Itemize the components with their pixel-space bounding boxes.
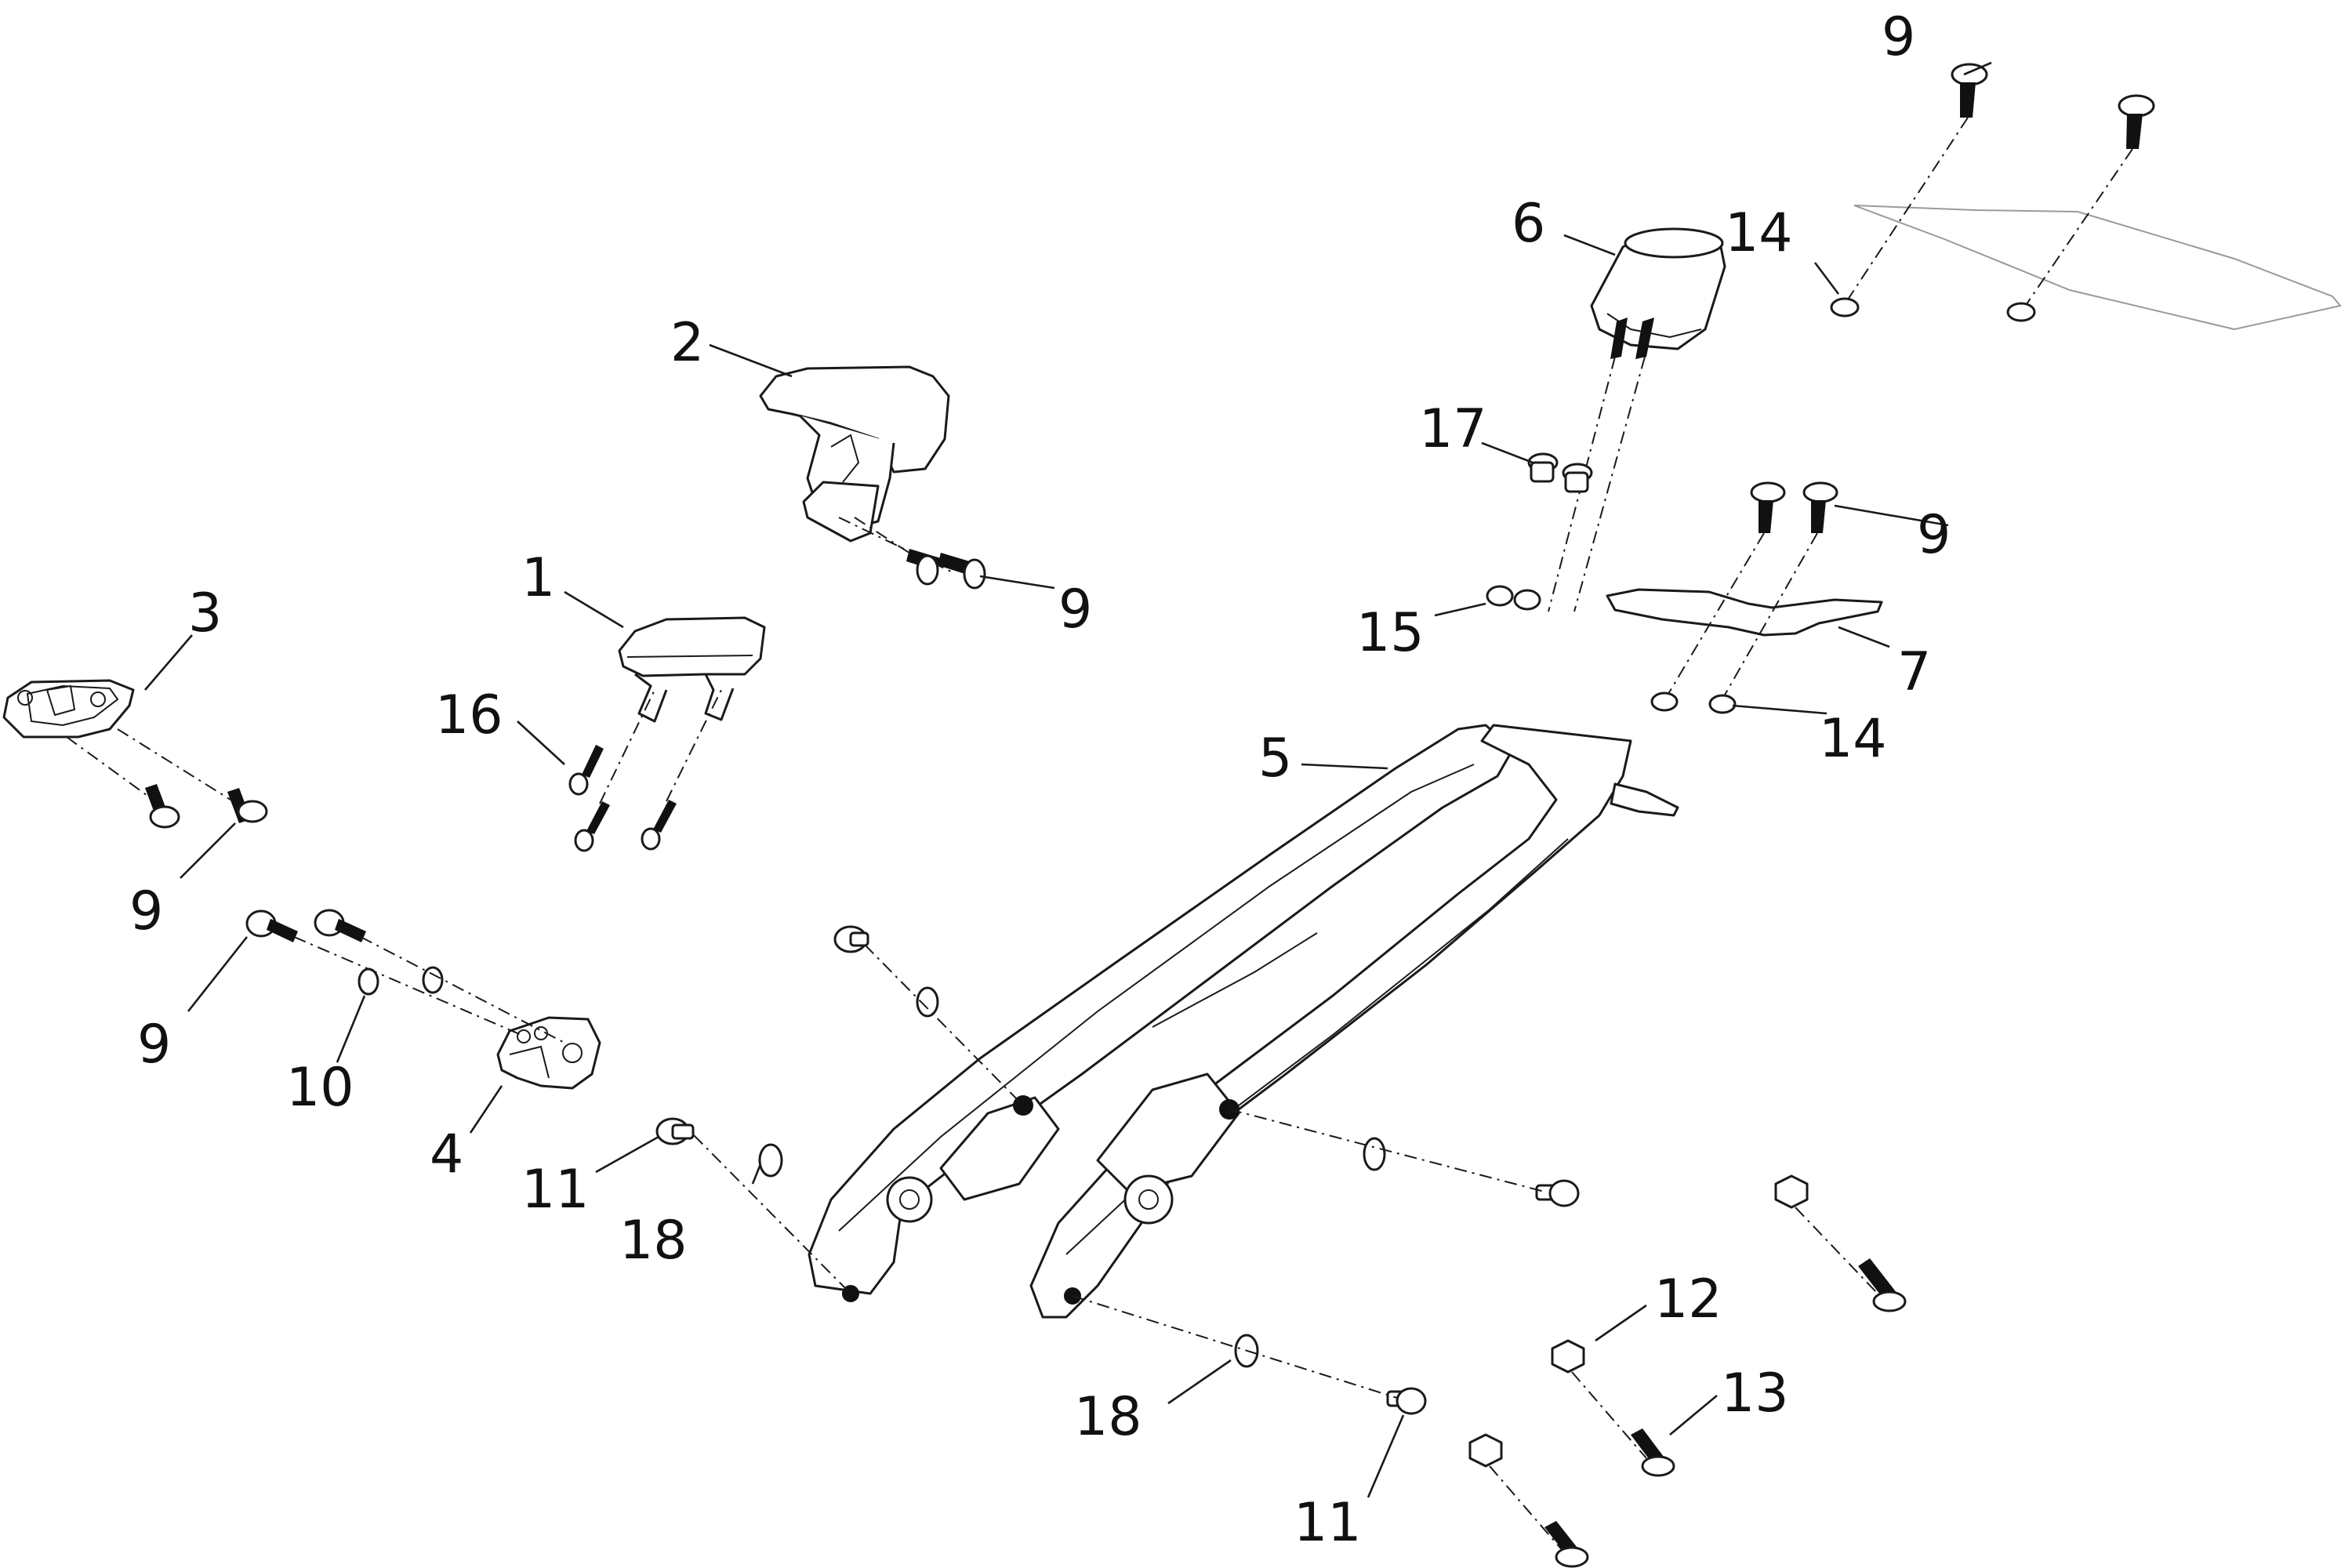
washer-10-icon xyxy=(358,967,379,996)
washer-icon xyxy=(916,986,939,1018)
screw-icon xyxy=(1544,1521,1589,1568)
nut-12-icon xyxy=(1551,1339,1585,1374)
nut-14-icon xyxy=(1708,694,1737,714)
bolt-9-icon xyxy=(906,549,986,590)
parts-12-13 xyxy=(1468,1174,1907,1568)
callout-12: 12 xyxy=(1654,1269,1722,1330)
callout-6: 6 xyxy=(1512,193,1545,255)
callout-13: 13 xyxy=(1721,1363,1789,1425)
callout-2: 2 xyxy=(670,312,704,374)
callout-14-top: 14 xyxy=(1725,202,1793,264)
part-7-bracket xyxy=(1606,481,1883,714)
bolt-icon xyxy=(833,925,869,953)
callout-9-part4: 9 xyxy=(137,1014,171,1076)
screw-16-icon xyxy=(568,745,677,852)
callout-9-bracket: 9 xyxy=(1917,504,1951,566)
callout-9-cover: 9 xyxy=(1058,579,1092,641)
bolt-9-icon xyxy=(245,909,366,942)
callout-14-bracket: 14 xyxy=(1819,708,1887,770)
callout-9-top: 9 xyxy=(1882,6,1915,68)
bolt-9-icon xyxy=(2118,94,2155,149)
nut-14-icon xyxy=(1650,691,1679,712)
callout-17: 17 xyxy=(1419,398,1487,460)
nut-icon xyxy=(1468,1433,1503,1468)
top-right-plate xyxy=(1830,63,2342,331)
callout-18-left: 18 xyxy=(619,1210,688,1272)
callout-labels: 2 1 3 4 5 6 7 9 9 9 9 9 10 11 11 12 13 1… xyxy=(129,6,1951,1554)
callout-11-left: 11 xyxy=(521,1159,590,1221)
nut-14-icon xyxy=(1830,297,1860,318)
callout-18-bottom: 18 xyxy=(1074,1386,1142,1448)
bolt-9-icon xyxy=(145,784,268,829)
screw-icon xyxy=(1858,1258,1907,1312)
part-1-bracket xyxy=(568,616,766,852)
bolt-9-icon xyxy=(1750,481,1838,533)
bolt-icon xyxy=(655,1117,695,1145)
callout-3: 3 xyxy=(188,583,222,644)
washer-18-left-icon xyxy=(758,1143,783,1178)
washer-icon xyxy=(1363,1137,1386,1171)
part-6-mount xyxy=(1486,227,1726,612)
part-5-frame xyxy=(808,724,1679,1319)
spacer-17-icon xyxy=(1527,452,1593,493)
bolt-icon xyxy=(1386,1387,1427,1415)
callout-11-bottom: 11 xyxy=(1294,1492,1362,1554)
leader-lines xyxy=(144,61,1992,1498)
nut-14-icon xyxy=(2006,302,2036,322)
callout-15: 15 xyxy=(1356,602,1425,664)
callout-1: 1 xyxy=(521,547,555,609)
callout-10: 10 xyxy=(286,1057,354,1119)
callout-9-part3: 9 xyxy=(129,880,163,942)
part-3-bracket xyxy=(2,679,268,829)
callout-4: 4 xyxy=(430,1123,463,1185)
part-4-bracket xyxy=(245,909,601,1090)
bolt-icon xyxy=(1535,1179,1580,1207)
callout-7: 7 xyxy=(1897,641,1931,703)
callout-16: 16 xyxy=(435,684,503,746)
frame-fasteners xyxy=(655,925,1580,1415)
screw-13-icon xyxy=(1631,1428,1675,1477)
part-2-cover xyxy=(759,365,986,590)
callout-5: 5 xyxy=(1258,728,1292,789)
nut-15-icon xyxy=(1486,585,1541,611)
nut-icon xyxy=(1774,1174,1809,1209)
washer-10-icon xyxy=(422,966,444,994)
